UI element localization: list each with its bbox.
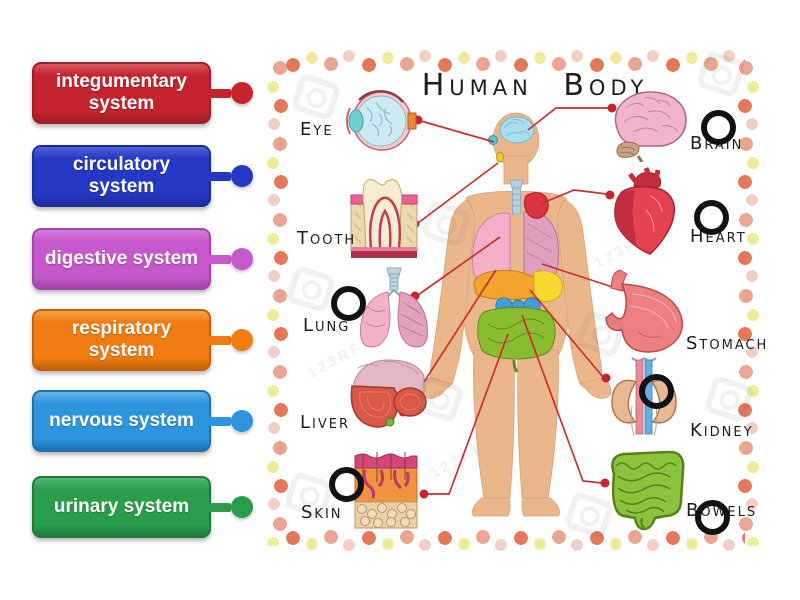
drop-target-bowels[interactable] xyxy=(695,500,730,535)
card-label: circulatory system xyxy=(72,154,171,197)
diagram-title: Human Body xyxy=(421,68,649,103)
bowels-illustration xyxy=(611,450,685,531)
watermark-text: 123RF xyxy=(427,438,489,483)
card-label: respiratory system xyxy=(71,318,172,361)
watermark-text: 123RF xyxy=(591,228,653,273)
tooth-illustration xyxy=(350,179,418,258)
connector-dot xyxy=(231,410,253,432)
watermark-text: 123RF xyxy=(304,338,366,383)
eye-illustration xyxy=(346,90,417,151)
connector-stem xyxy=(207,88,231,98)
label-card-digestive-system[interactable]: digestive system xyxy=(32,228,253,290)
connector-stem xyxy=(207,416,231,426)
connector-dot xyxy=(231,165,253,187)
connector-endpoints xyxy=(398,103,639,499)
organ-label-liver: Liver xyxy=(300,412,351,433)
connector-lines xyxy=(405,107,632,495)
connector-stem xyxy=(207,171,231,181)
organ-label-lung: Lung xyxy=(303,315,351,336)
liver-illustration xyxy=(350,359,427,428)
bead-border-bottom xyxy=(283,528,745,558)
organ-label-eye: Eye xyxy=(300,119,334,140)
drop-target-brain[interactable] xyxy=(701,110,736,145)
connector-dot xyxy=(231,248,253,270)
internal-organs xyxy=(471,116,563,373)
card-label: urinary system xyxy=(53,496,190,518)
organ-label-tooth: Tooth xyxy=(297,228,357,249)
drop-target-kidney[interactable] xyxy=(639,374,674,409)
stomach-illustration xyxy=(605,269,683,353)
watermark-logo xyxy=(290,72,342,122)
connector-stem xyxy=(207,254,231,264)
label-card-integumentary-system[interactable]: integumentary system xyxy=(32,62,253,124)
drop-target-skin[interactable] xyxy=(329,467,364,502)
watermark-logo xyxy=(413,374,465,424)
drop-target-heart[interactable] xyxy=(694,200,729,235)
body-silhouette xyxy=(420,112,612,517)
organ-label-stomach: Stomach xyxy=(686,333,769,354)
watermark-logo xyxy=(703,374,755,424)
connector-stem xyxy=(207,335,231,345)
organ-label-kidney: Kidney xyxy=(690,420,754,441)
connector-dot xyxy=(231,329,253,351)
connector-stem xyxy=(207,502,231,512)
label-card-urinary-system[interactable]: urinary system xyxy=(32,476,253,538)
connector-dot xyxy=(231,82,253,104)
drop-target-lung[interactable] xyxy=(331,286,366,321)
heart-illustration xyxy=(614,167,676,255)
watermark-logo xyxy=(563,490,615,540)
bead-border-left xyxy=(262,58,292,546)
card-label: digestive system xyxy=(44,248,199,270)
organ-label-skin: Skin xyxy=(301,502,343,523)
lungs-illustration xyxy=(360,267,428,348)
card-label: integumentary system xyxy=(56,71,187,114)
watermark-logo xyxy=(285,264,337,314)
label-card-circulatory-system[interactable]: circulatory system xyxy=(32,145,253,207)
watermark-logo xyxy=(575,309,627,359)
label-card-nervous-system[interactable]: nervous system xyxy=(32,390,253,452)
bead-border-right xyxy=(734,58,764,546)
label-card-respiratory-system[interactable]: respiratory system xyxy=(32,309,253,371)
watermark-logo xyxy=(420,199,472,249)
connector-dot xyxy=(231,496,253,518)
card-label: nervous system xyxy=(49,410,194,432)
watermark-logo xyxy=(695,49,747,99)
